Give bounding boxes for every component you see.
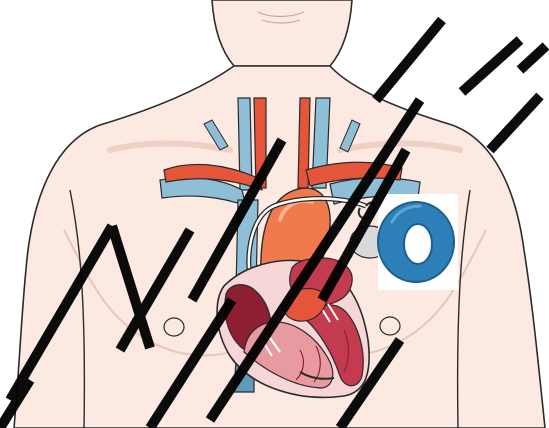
neck bbox=[212, 0, 352, 66]
watermark-B bbox=[376, 20, 442, 100]
watermark-dash bbox=[520, 46, 546, 70]
watermark-lower-5 bbox=[490, 96, 540, 150]
device-inner bbox=[404, 224, 432, 264]
pacemaker-device-icon bbox=[378, 194, 458, 290]
watermark-E bbox=[462, 40, 520, 92]
